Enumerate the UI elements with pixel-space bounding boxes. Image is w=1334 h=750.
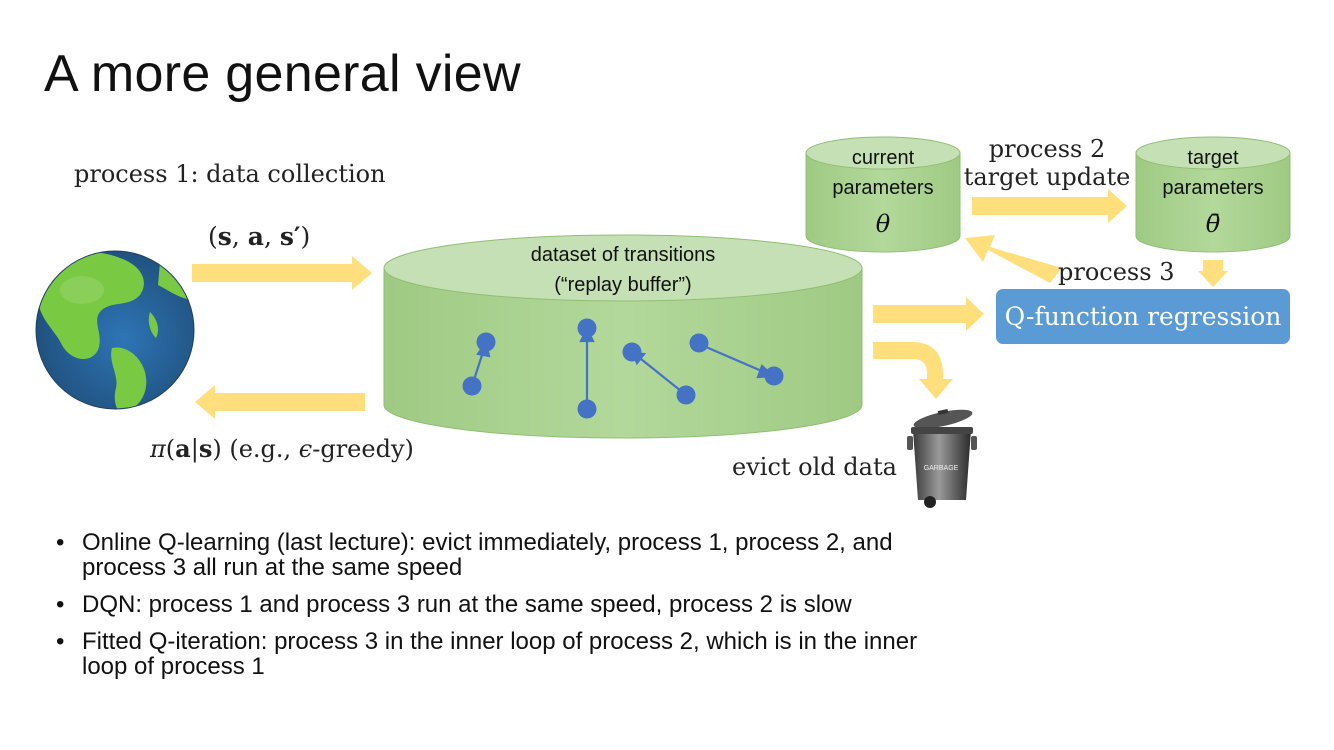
arrow-evict [873,342,953,399]
bullet-item: Online Q-learning (last lecture): evict … [56,530,956,580]
process2-label: process 2 target update [963,135,1131,191]
state-node [764,366,784,386]
garbage-can-icon: GARBAGE [907,409,977,508]
policy-label: π(a|s) (e.g., ϵ-greedy) [150,434,414,463]
target-parameters-cylinder [1135,136,1291,253]
earth-globe-icon [35,250,195,410]
target-parameters-label: target parameters θ̄ [1162,147,1264,238]
state-node [577,318,597,338]
arrow-process3 [965,235,1062,283]
arrow-target-down [1198,260,1228,287]
transition-tuple: (s, a, s′) [208,222,311,251]
state-node [689,333,709,353]
state-node [622,342,642,362]
arrow-data-collection [192,256,372,290]
evict-label: evict old data [732,453,897,481]
dataset-label: dataset of transitions (“replay buffer”) [530,244,716,296]
transition-edge [640,358,687,396]
process3-label: process 3 [1058,258,1175,286]
garbage-text: GARBAGE [924,465,959,472]
bullet-item: Fitted Q-iteration: process 3 in the inn… [56,629,956,679]
state-node [676,385,696,405]
state-node [577,399,597,419]
bullet-item: DQN: process 1 and process 3 run at the … [56,592,956,617]
current-parameters-label: current parameters θ [832,147,934,238]
arrow-policy-back [195,385,365,419]
current-parameters-cylinder [805,136,961,253]
state-node [476,332,496,352]
transition-graph [462,318,784,419]
arrow-process2 [972,189,1127,223]
transition-edge [698,342,765,374]
q-function-regression-box: Q-function regression [996,289,1290,344]
replay-buffer-cylinder [383,234,863,439]
state-node [462,376,482,396]
process1-label: process 1: data collection [74,160,386,188]
bullet-list: Online Q-learning (last lecture): evict … [56,530,956,691]
arrow-to-regression [873,297,984,331]
slide-title: A more general view [44,45,521,103]
